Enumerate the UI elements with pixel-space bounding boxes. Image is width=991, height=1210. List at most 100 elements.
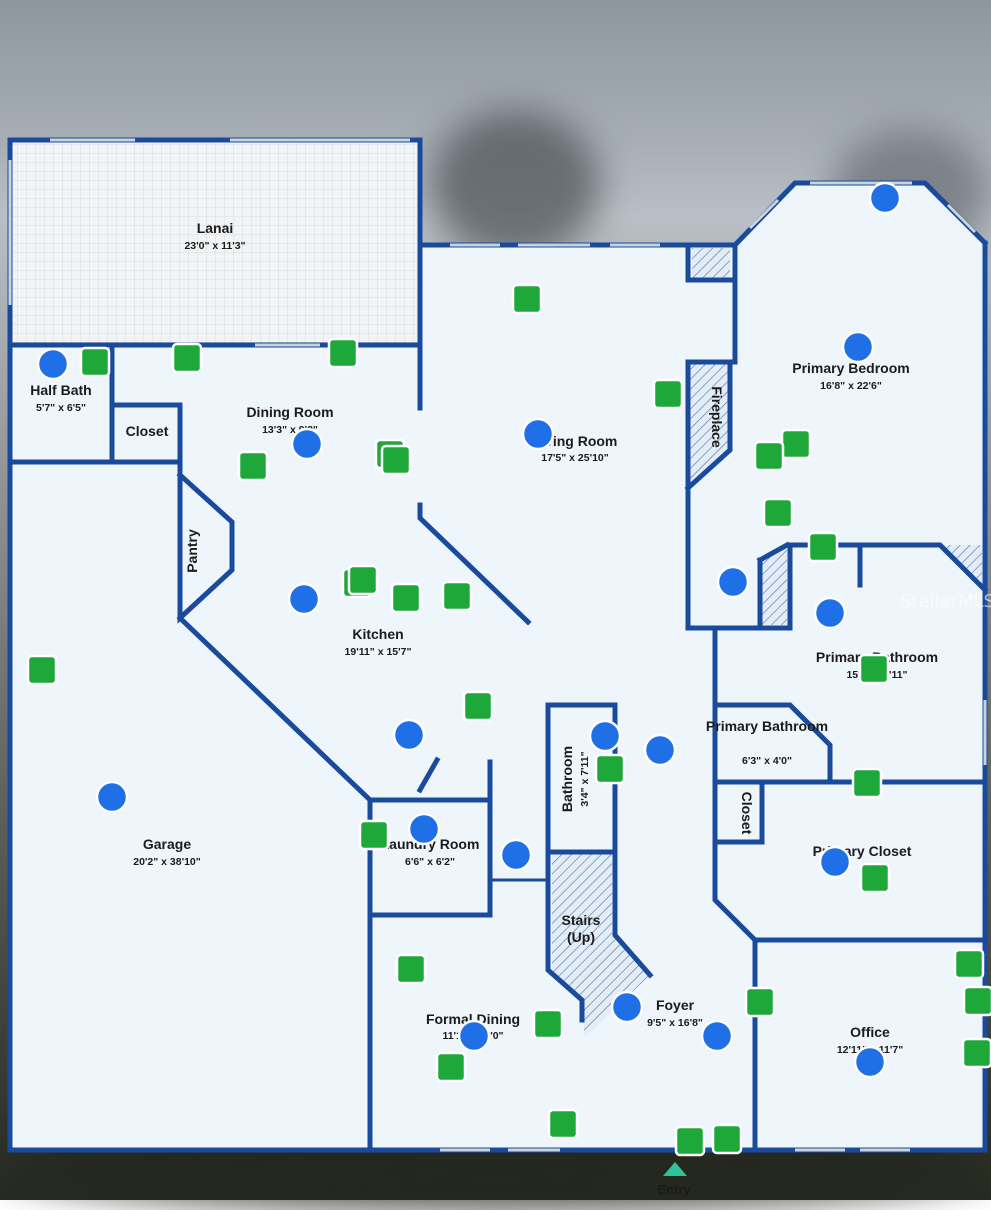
photo-marker-icon[interactable] <box>674 1125 706 1157</box>
room-dim-primary-bathroom-2: 6'3" x 4'0" <box>742 755 792 767</box>
tour-marker-icon[interactable] <box>643 733 677 767</box>
stairs-east-wall <box>612 849 654 979</box>
room-name-stairs-up: (Up) <box>567 929 595 945</box>
exterior-wall-outline <box>7 137 988 1153</box>
hatch-small <box>760 545 787 625</box>
room-name-foyer: Foyer <box>656 997 695 1013</box>
lanai-floor <box>10 140 420 345</box>
room-name-pantry: Pantry <box>184 529 200 573</box>
room-name-primary-bedroom: Primary Bedroom <box>792 360 909 376</box>
primary-bath-small <box>712 702 833 785</box>
photo-marker-icon[interactable] <box>462 690 494 722</box>
room-dim-kitchen: 19'11" x 15'7" <box>345 646 412 658</box>
room-dim-lanai: 23'0" x 11'3" <box>184 240 245 252</box>
tour-marker-icon[interactable] <box>392 718 426 752</box>
closet-top-wall <box>685 245 738 283</box>
room-name-primary-bathroom-2-line: Primary Bathroom <box>706 718 828 734</box>
room-name-formal-dining: Formal Dining <box>426 1011 520 1027</box>
photo-marker-icon[interactable] <box>859 862 891 894</box>
photo-marker-icon[interactable] <box>652 378 684 410</box>
room-name-half-bath: Half Bath <box>30 382 91 398</box>
room-dim-garage: 20'2" x 38'10" <box>133 856 201 868</box>
tour-marker-icon[interactable] <box>407 812 441 846</box>
photo-marker-icon[interactable] <box>594 753 626 785</box>
room-name-dining-room: Dining Room <box>246 404 333 420</box>
photo-marker-icon[interactable] <box>547 1108 579 1140</box>
photo-marker-icon[interactable] <box>358 819 390 851</box>
room-dim-laundry-room: 6'6" x 6'2" <box>405 856 455 868</box>
room-name-stairs: Stairs <box>562 912 601 928</box>
photo-marker-icon[interactable] <box>390 582 422 614</box>
watermark: StellarMLS <box>900 591 991 612</box>
room-name-kitchen: Kitchen <box>352 626 403 642</box>
photo-marker-icon[interactable] <box>511 283 543 315</box>
tour-marker-icon[interactable] <box>499 838 533 872</box>
photo-marker-icon[interactable] <box>532 1008 564 1040</box>
photo-marker-icon[interactable] <box>441 580 473 612</box>
laundry-door-stub <box>416 756 441 794</box>
room-dim-living-room: 17'5" x 25'10" <box>541 452 609 464</box>
photo-marker-icon[interactable] <box>435 1051 467 1083</box>
photo-marker-icon[interactable] <box>953 948 985 980</box>
entry-arrow-icon <box>663 1162 687 1176</box>
tour-marker-icon[interactable] <box>36 347 70 381</box>
room-labels: Lanai 23'0" x 11'3" Half Bath 5'7" x 6'5… <box>30 220 938 1056</box>
tour-marker-icon[interactable] <box>700 1019 734 1053</box>
room-name-closet-2: Closet <box>739 792 755 835</box>
tour-marker-icon[interactable] <box>813 596 847 630</box>
stairs-hatch <box>552 852 650 1037</box>
hatch-closet-top <box>692 248 730 280</box>
room-name-primary-bathroom-2: Primary Bathroom <box>706 718 828 734</box>
room-dim-bathroom: 3'4" x 7'11" <box>579 751 591 806</box>
photo-marker-icon[interactable] <box>347 564 379 596</box>
tour-marker-icon[interactable] <box>853 1045 887 1079</box>
photo-marker-icon[interactable] <box>858 653 890 685</box>
photo-marker-icon[interactable] <box>744 986 776 1018</box>
tour-marker-icon[interactable] <box>457 1019 491 1053</box>
photo-marker-icon[interactable] <box>762 497 794 529</box>
photo-marker-icon[interactable] <box>171 342 203 374</box>
windows <box>8 138 987 1152</box>
photo-marker-icon[interactable] <box>26 654 58 686</box>
photo-marker-icon[interactable] <box>380 444 412 476</box>
photo-marker-icon[interactable] <box>753 440 785 472</box>
fireplace-wall <box>684 359 733 492</box>
entry-label: Entry <box>657 1182 691 1197</box>
photo-marker-icon[interactable] <box>327 337 359 369</box>
room-name-closet: Closet <box>126 423 169 439</box>
tour-marker-icon[interactable] <box>716 565 750 599</box>
room-name-office: Office <box>850 1024 890 1040</box>
tour-markers <box>36 181 902 1079</box>
background-blur-building <box>430 110 600 260</box>
pantry-wall <box>176 459 235 624</box>
tour-marker-icon[interactable] <box>841 330 875 364</box>
tour-marker-icon[interactable] <box>588 719 622 753</box>
window <box>946 203 977 234</box>
photo-marker-icon[interactable] <box>237 450 269 482</box>
tour-marker-icon[interactable] <box>610 990 644 1024</box>
photo-marker-icon[interactable] <box>851 767 883 799</box>
room-name-garage: Garage <box>143 836 191 852</box>
floor-fills <box>10 140 985 1150</box>
tour-marker-icon[interactable] <box>287 582 321 616</box>
primary-closet-south-wall <box>712 852 988 943</box>
tour-marker-icon[interactable] <box>868 181 902 215</box>
kitchen-island-wall <box>417 502 532 626</box>
photo-marker-icon[interactable] <box>711 1123 743 1155</box>
room-name-bathroom: Bathroom <box>559 746 575 812</box>
photo-marker-icon[interactable] <box>780 428 812 460</box>
photo-marker-icon[interactable] <box>807 531 839 563</box>
tour-marker-icon[interactable] <box>95 780 129 814</box>
photo-marker-icon[interactable] <box>79 346 111 378</box>
room-dim-half-bath: 5'7" x 6'5" <box>36 402 86 414</box>
room-dim-primary-bedroom: 16'8" x 22'6" <box>820 380 882 392</box>
photo-marker-icon[interactable] <box>395 953 427 985</box>
photo-marker-icon[interactable] <box>962 985 991 1017</box>
photo-markers <box>26 283 991 1157</box>
stairs-west-wall <box>545 849 585 1023</box>
tour-marker-icon[interactable] <box>290 427 324 461</box>
photo-marker-icon[interactable] <box>961 1037 991 1069</box>
tour-marker-icon[interactable] <box>818 845 852 879</box>
tour-marker-icon[interactable] <box>521 417 555 451</box>
